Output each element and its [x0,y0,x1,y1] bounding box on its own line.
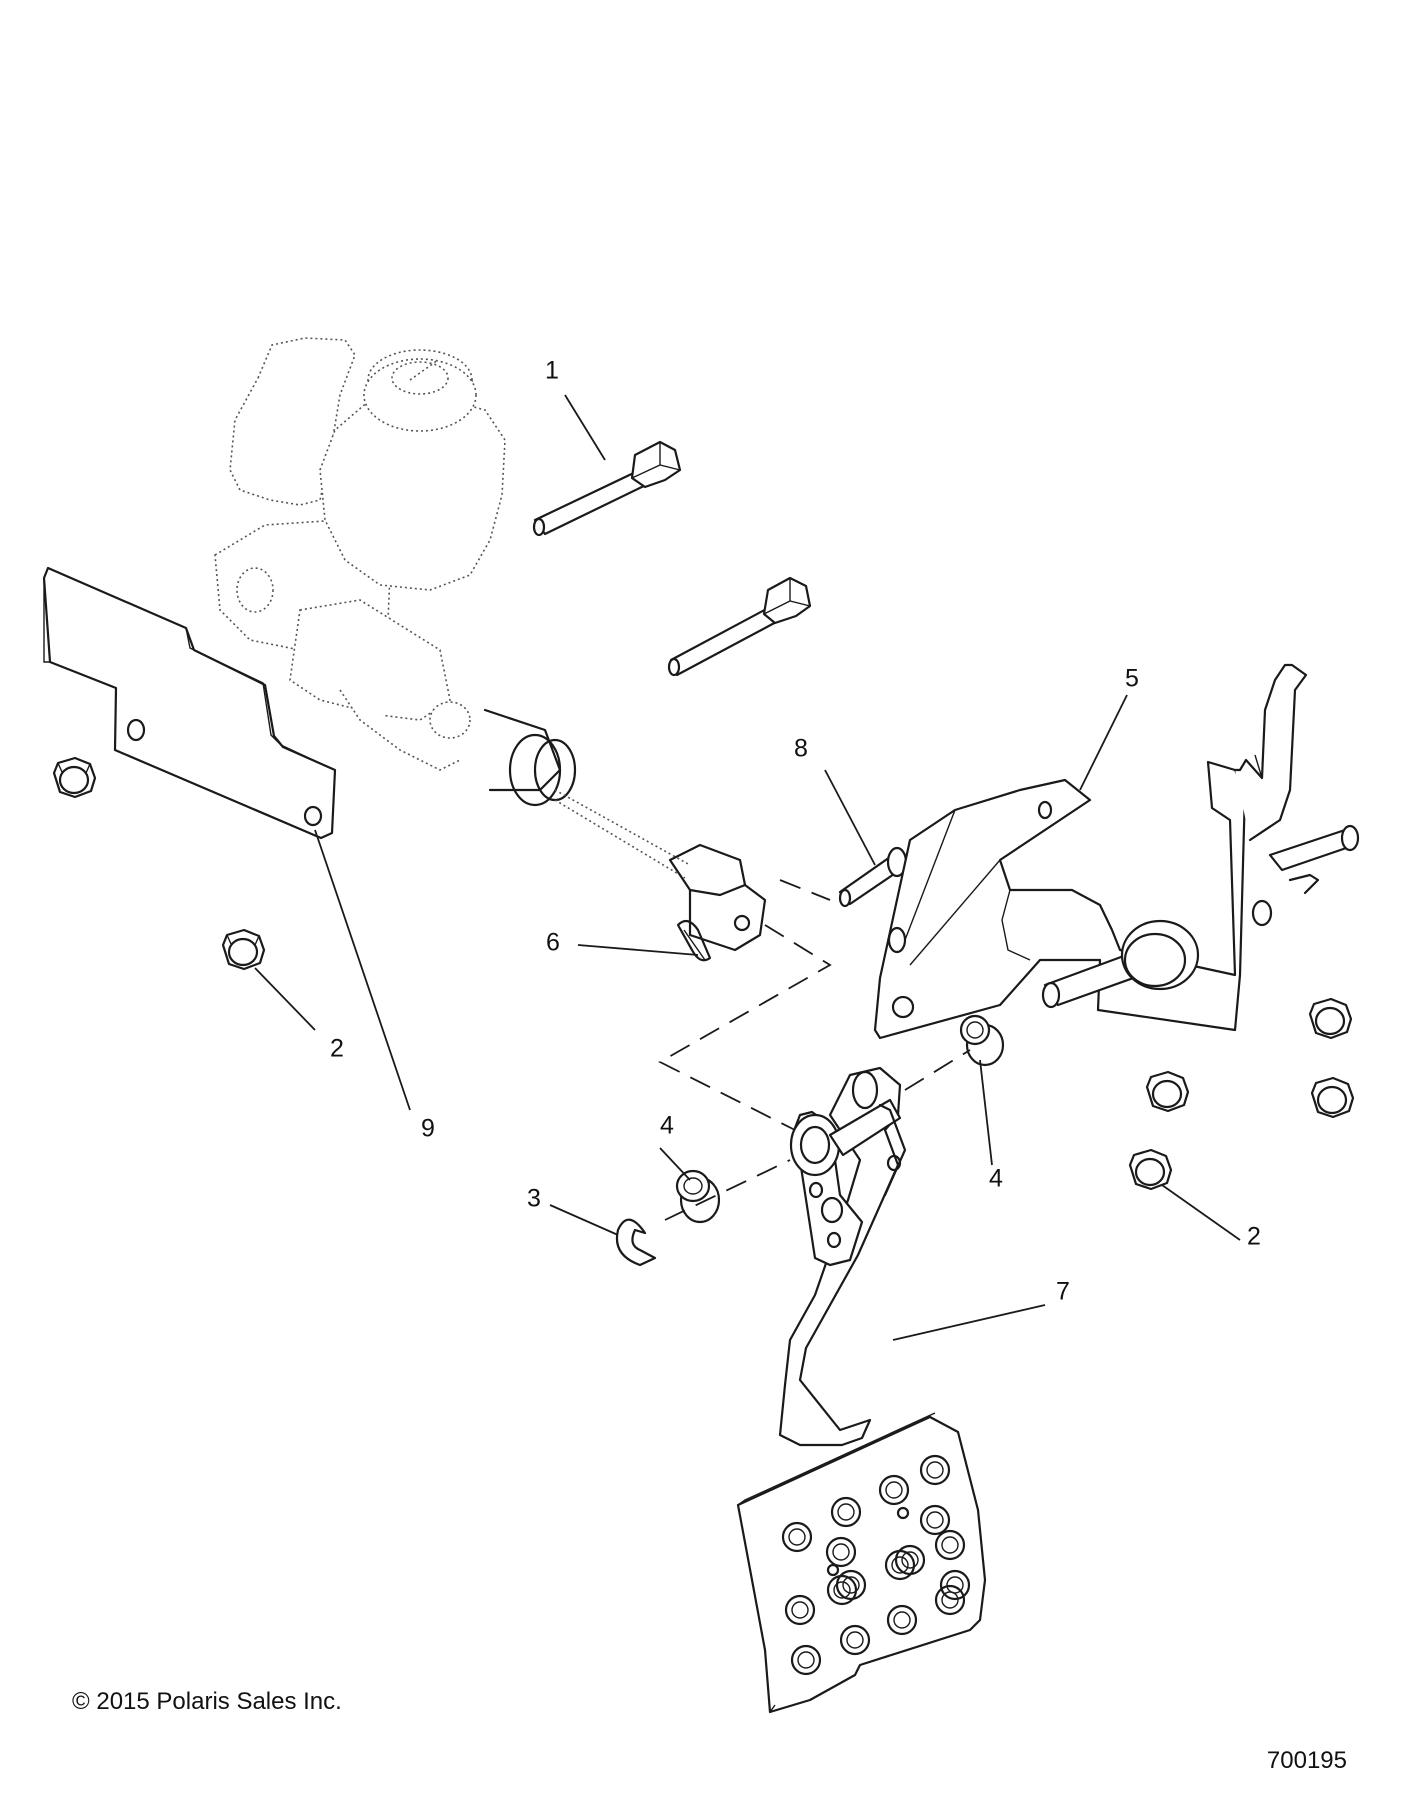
callout-4-right: 4 [989,1165,1003,1193]
bolt-1-upper [532,440,682,537]
callout-1: 1 [545,357,559,385]
flange-nut-right-2 [1308,997,1353,1040]
callout-8: 8 [794,735,808,763]
clevis-pin [838,846,908,908]
callout-7: 7 [1056,1278,1070,1306]
pedal-bracket [873,663,1360,1040]
e-clip [615,1218,657,1267]
copyright-notice: © 2015 Polaris Sales Inc. [72,1688,342,1715]
pad-grip-holes [781,1454,971,1676]
flange-nut-left-lower [221,928,266,971]
pedal-pad [736,1412,987,1714]
leader-lines [254,394,1241,1241]
callout-2-left: 2 [330,1035,344,1063]
callout-2-right: 2 [1247,1223,1261,1251]
mounting-plate [42,566,337,840]
bolt-1-lower [667,576,812,677]
flange-nut-left-upper [52,756,97,799]
callout-4-left: 4 [660,1112,674,1140]
brake-pedal [778,1066,907,1447]
flange-nut-right-4 [1128,1148,1173,1191]
assembly-lines [658,879,971,1221]
callout-3: 3 [527,1185,541,1213]
figure-id: 700195 [1266,1747,1347,1774]
bushing-left [675,1169,721,1224]
flange-nut-right-1 [1145,1070,1190,1113]
callouts: 1 5 8 9 6 2 4 3 4 2 7 [330,357,1261,1306]
callout-9: 9 [421,1115,435,1143]
callout-5: 5 [1125,665,1139,693]
flange-nut-right-3 [1310,1076,1355,1119]
bushing-right [959,1014,1005,1067]
master-cylinder [214,337,767,952]
leader-7 [892,1304,1046,1341]
callout-6: 6 [546,929,560,957]
